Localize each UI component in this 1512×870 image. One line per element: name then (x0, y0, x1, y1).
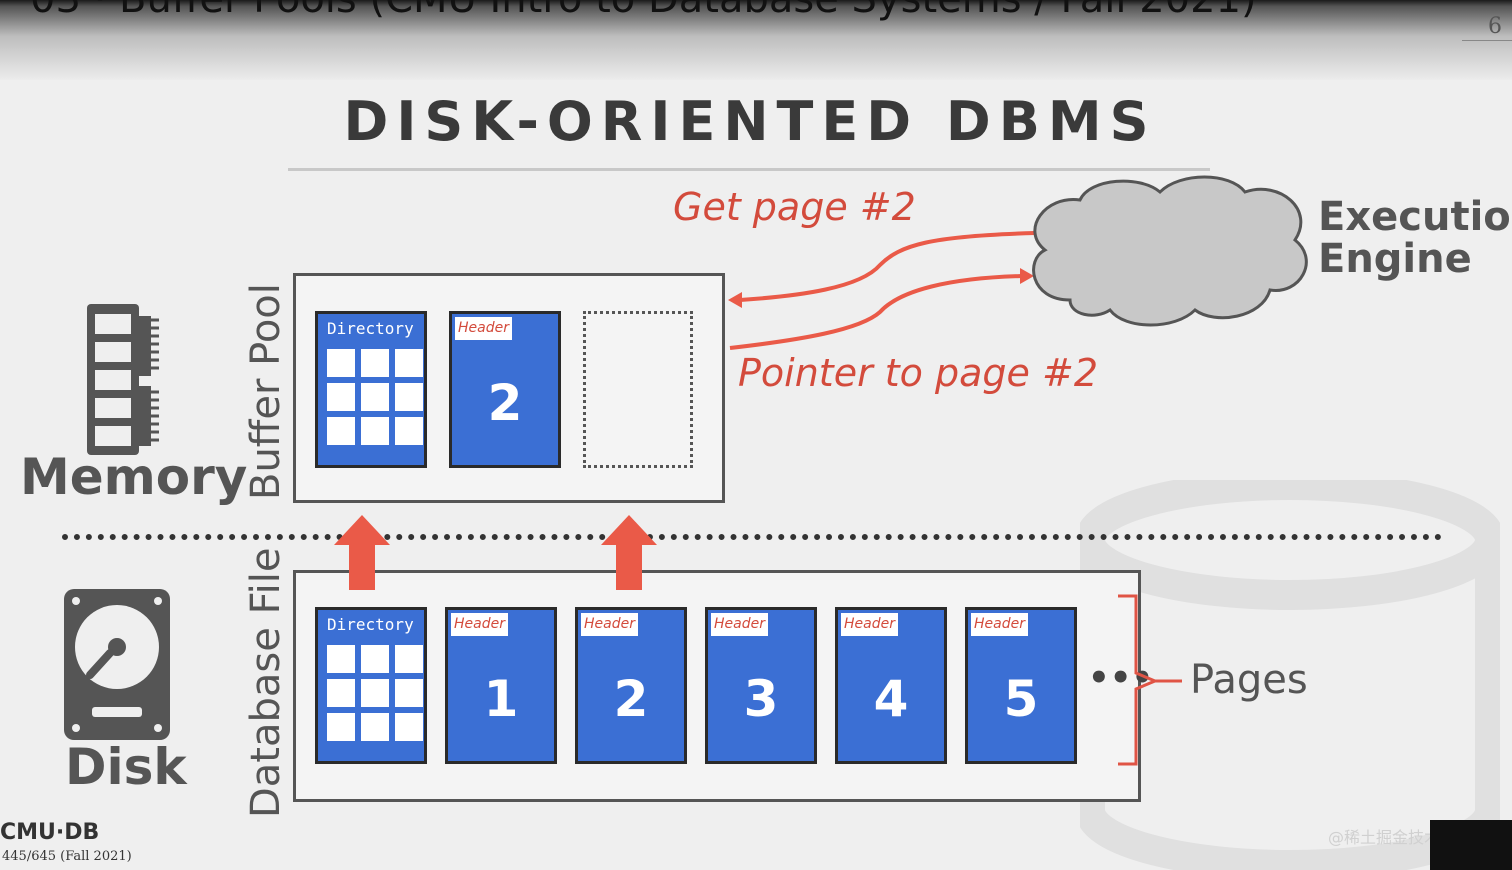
directory-grid (327, 349, 423, 445)
memory-label: Memory (20, 448, 248, 506)
execution-engine-label: Execution Engine (1318, 196, 1512, 280)
pointer-response-label: Pointer to page #2 (738, 351, 1099, 395)
page-header-label: Header (971, 613, 1028, 636)
page-number-label: 5 (1003, 670, 1039, 728)
page-header-label: Header (841, 613, 898, 636)
disk-page-2: Header 2 (575, 607, 687, 764)
more-pages-ellipsis: ••• (1088, 658, 1154, 698)
slide-title: DISK-ORIENTED DBMS (343, 90, 1157, 153)
title-divider (288, 168, 1210, 171)
disk-label: Disk (65, 738, 187, 796)
load-arrow-page-2 (601, 515, 657, 590)
cmu-db-logo: CMU·DB (0, 820, 100, 845)
page-header-label: Header (455, 317, 512, 340)
load-arrow-directory (334, 515, 390, 590)
directory-label: Directory (327, 319, 414, 338)
page-number-label: 2 (613, 670, 649, 728)
pages-label: Pages (1190, 657, 1308, 703)
page-number-label: 4 (873, 670, 909, 728)
disk-page-3: Header 3 (705, 607, 817, 764)
page-header-label: Header (581, 613, 638, 636)
video-corner-overlay (1430, 820, 1512, 870)
pages-bracket (1118, 594, 1159, 766)
slide-page-number: 6 (1488, 14, 1502, 39)
video-top-bar: 03 · Buffer Pools (CMU Intro to Database… (0, 0, 1512, 80)
hard-disk-icon (64, 589, 170, 740)
empty-frame-slot (583, 311, 693, 468)
disk-page-1: Header 1 (445, 607, 557, 764)
course-label: 445/645 (Fall 2021) (2, 849, 132, 864)
page-number-label: 1 (483, 670, 519, 728)
memory-disk-divider (62, 534, 1442, 540)
page-header-label: Header (451, 613, 508, 636)
disk-page-4: Header 4 (835, 607, 947, 764)
page-number-label: 3 (743, 670, 779, 728)
buffer-page-2: Header 2 (449, 311, 561, 468)
get-page-request-label: Get page #2 (673, 185, 916, 229)
execution-engine-cloud (1032, 175, 1308, 327)
memory-chip-icon (87, 304, 159, 455)
execution-engine-line-2: Engine (1318, 236, 1472, 282)
disk-directory-page: Directory (315, 607, 427, 764)
partial-heading: 03 · Buffer Pools (CMU Intro to Database… (30, 0, 1257, 22)
buffer-directory-page: Directory (315, 311, 427, 468)
pointer-arrow (729, 274, 1023, 350)
directory-grid (327, 645, 423, 741)
execution-engine-line-1: Execution (1318, 194, 1512, 240)
page-number-label: 2 (487, 374, 523, 432)
directory-label: Directory (327, 615, 414, 634)
page-number-rule (1462, 40, 1512, 41)
page-header-label: Header (711, 613, 768, 636)
disk-page-5: Header 5 (965, 607, 1077, 764)
get-page-arrow (739, 231, 1036, 302)
